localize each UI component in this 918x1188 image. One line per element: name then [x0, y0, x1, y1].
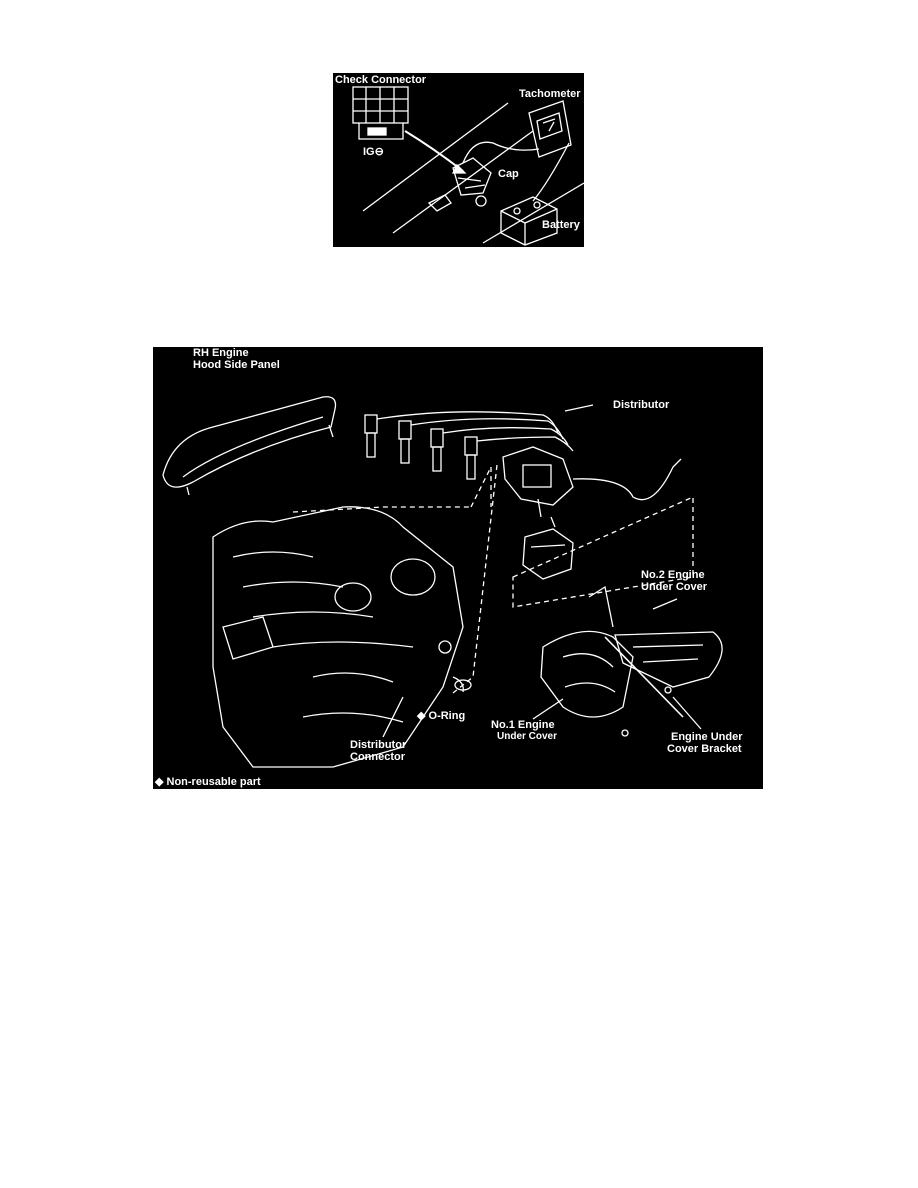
tachometer-connection-diagram: Check Connector Tachometer IG⊖ Cap Batte… — [333, 73, 584, 247]
o-ring-label: ◆ O-Ring — [417, 710, 466, 722]
distributor-connector-label-line1: Distributor — [350, 739, 407, 751]
cap-label: Cap — [498, 168, 519, 180]
bracket-label-line2: Cover Bracket — [667, 743, 742, 755]
ig-terminal-label: IG⊖ — [363, 146, 384, 158]
engine-block — [212, 506, 464, 768]
no2-cover-label-line1: No.2 Engine — [641, 569, 705, 581]
distributor-removal-diagram: RH Engine Hood Side Panel Distributor No… — [153, 347, 763, 789]
distributor-body — [502, 446, 574, 506]
distributor-connector-label-line2: Connector — [350, 751, 405, 763]
battery-label: Battery — [542, 219, 580, 231]
no1-under-cover — [540, 630, 634, 718]
no2-under-cover — [614, 631, 723, 688]
rh-panel-label-line2: Hood Side Panel — [193, 359, 280, 371]
no1-cover-label-line2: Under Cover — [497, 731, 558, 742]
check-connector-label: Check Connector — [335, 74, 427, 86]
tachometer-label: Tachometer — [519, 88, 581, 100]
no2-cover-label-line2: Under Cover — [641, 581, 708, 593]
rh-panel-label-line1: RH Engine — [193, 347, 249, 359]
hood-side-panel — [162, 396, 337, 488]
distributor-exploded-drawing — [162, 396, 723, 768]
bracket-label-line1: Engine Under — [671, 731, 743, 743]
tachometer-connection-drawing — [352, 86, 584, 246]
non-reusable-legend: ◆ Non-reusable part — [155, 776, 261, 788]
distributor-label: Distributor — [613, 399, 670, 411]
no1-cover-label-line1: No.1 Engine — [491, 719, 555, 731]
